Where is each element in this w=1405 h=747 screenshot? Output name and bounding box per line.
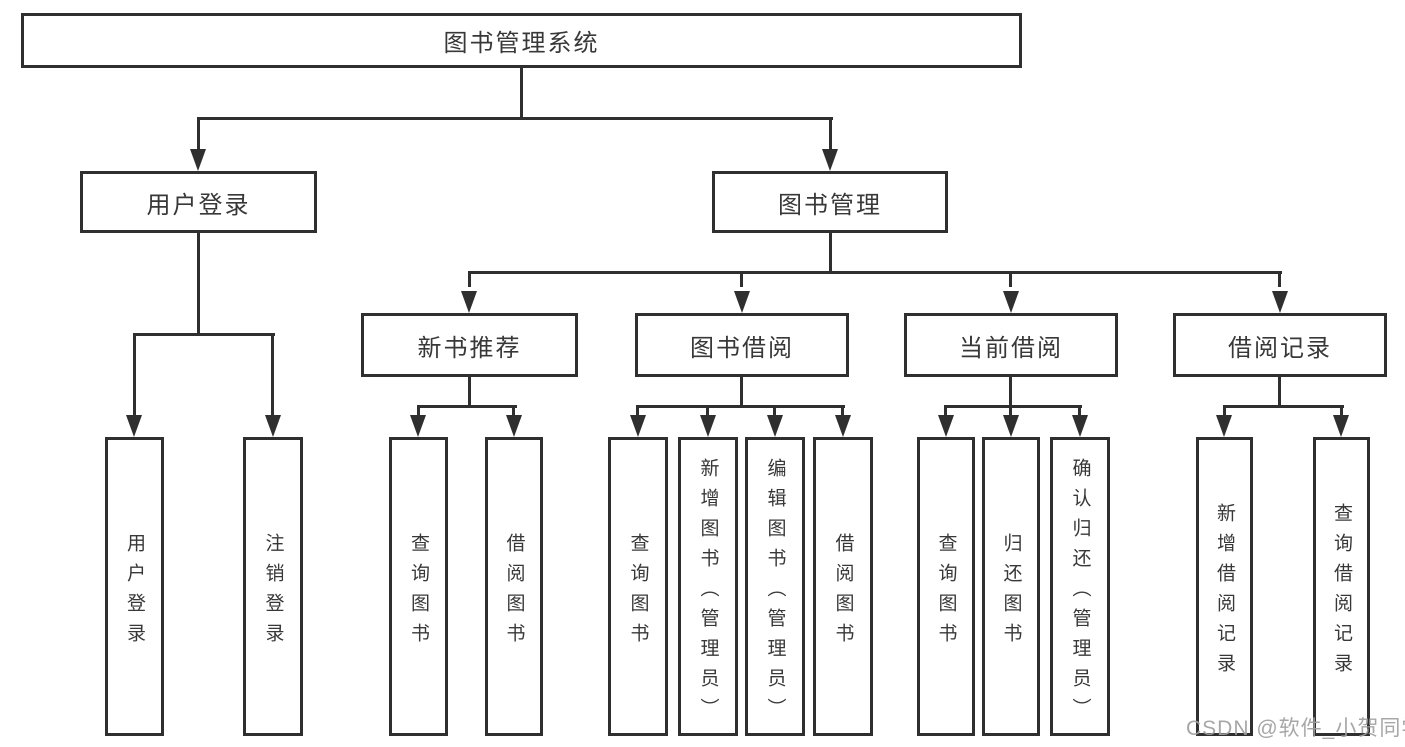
leaf-recommend-borrow-books: 借阅图书 (485, 437, 543, 736)
leaf-recommend-query-books: 查询图书 (389, 437, 448, 736)
leaf-borrow-query-books: 查询图书 (608, 437, 668, 736)
connector-line (417, 405, 420, 417)
arrow-down-icon (1333, 415, 1349, 437)
leaf-borrow-books: 借阅图书 (813, 437, 873, 736)
arrow-down-icon (835, 415, 851, 437)
connector-line (1278, 377, 1281, 407)
connector-line (1223, 405, 1226, 417)
node-user-login: 用户登录 (80, 171, 317, 233)
arrow-down-icon (700, 415, 716, 437)
connector-line (706, 405, 709, 417)
node-borrow-records: 借阅记录 (1173, 313, 1387, 377)
connector-line (1009, 271, 1012, 287)
arrow-down-icon (126, 415, 142, 437)
connector-line (468, 271, 1282, 274)
connector-line (197, 117, 833, 120)
connector-line (1223, 405, 1344, 408)
arrow-down-icon (1072, 415, 1088, 437)
arrow-down-icon (1272, 291, 1288, 313)
node-book-borrow: 图书借阅 (635, 313, 849, 377)
leaf-current-query-books: 查询图书 (917, 437, 975, 736)
connector-line (468, 271, 471, 287)
arrow-down-icon (461, 291, 477, 313)
csdn-watermark: CSDN @软件_小贺同学 (1186, 717, 1405, 740)
arrow-down-icon (1003, 291, 1019, 313)
leaf-query-borrow-record: 查询借阅记录 (1313, 437, 1370, 736)
node-library-system: 图书管理系统 (21, 13, 1022, 68)
leaf-confirm-return-admin: 确认归还（管理员） (1050, 437, 1110, 736)
arrow-down-icon (410, 415, 426, 437)
connector-line (773, 405, 776, 417)
arrow-down-icon (767, 415, 783, 437)
connector-line (1340, 405, 1343, 417)
leaf-add-borrow-record: 新增借阅记录 (1196, 437, 1253, 736)
connector-line (636, 405, 845, 408)
connector-line (1078, 405, 1081, 417)
connector-line (829, 233, 832, 274)
leaf-logout: 注销登录 (243, 437, 303, 736)
connector-line (944, 405, 947, 417)
connector-line (133, 333, 136, 415)
node-current-borrow: 当前借阅 (904, 313, 1118, 377)
connector-line (133, 333, 275, 336)
arrow-down-icon (734, 291, 750, 313)
connector-line (1009, 405, 1012, 417)
leaf-edit-books-admin: 编辑图书（管理员） (745, 437, 805, 736)
connector-line (520, 68, 523, 118)
connector-line (944, 405, 1082, 408)
leaf-add-books-admin: 新增图书（管理员） (678, 437, 738, 736)
connector-line (841, 405, 844, 417)
connector-line (512, 405, 515, 417)
connector-line (1009, 377, 1012, 407)
connector-line (829, 117, 832, 151)
connector-line (271, 333, 274, 415)
connector-line (417, 405, 517, 408)
node-book-management: 图书管理 (712, 171, 948, 233)
connector-line (197, 117, 200, 151)
connector-line (1278, 271, 1281, 287)
leaf-user-login: 用户登录 (105, 437, 164, 736)
arrow-down-icon (265, 415, 281, 437)
leaf-return-books: 归还图书 (982, 437, 1040, 736)
arrow-down-icon (506, 415, 522, 437)
arrow-down-icon (822, 149, 838, 171)
arrow-down-icon (630, 415, 646, 437)
arrow-down-icon (190, 149, 206, 171)
node-new-book-recommend: 新书推荐 (361, 313, 578, 377)
connector-line (468, 377, 471, 407)
connector-line (740, 271, 743, 287)
arrow-down-icon (1003, 415, 1019, 437)
connector-line (197, 233, 200, 335)
arrow-down-icon (1216, 415, 1232, 437)
arrow-down-icon (938, 415, 954, 437)
connector-line (636, 405, 639, 417)
connector-line (740, 377, 743, 407)
